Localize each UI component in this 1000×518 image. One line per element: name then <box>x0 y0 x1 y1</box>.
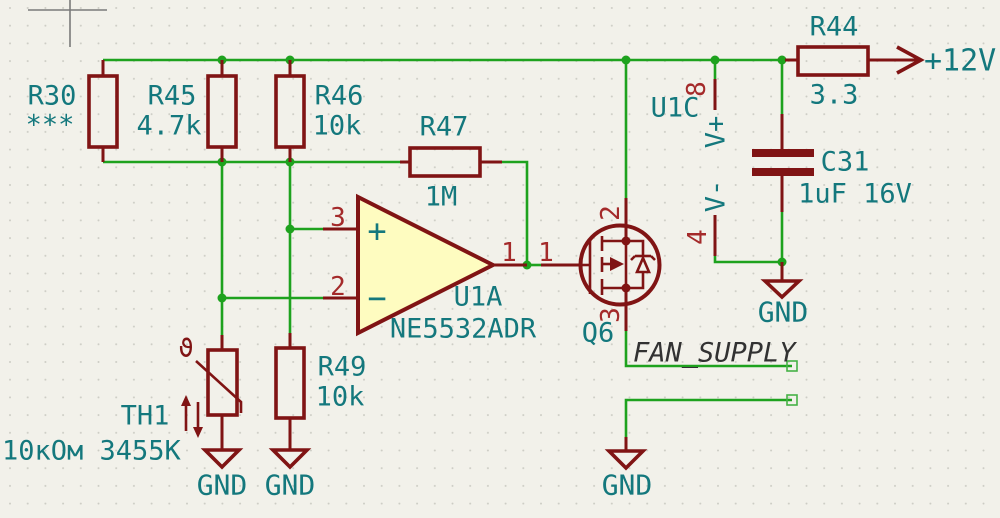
u1c-vplus-label: V+ <box>701 116 732 149</box>
power-port-plus12v[interactable]: +12V <box>896 44 996 79</box>
u1c-ref-label[interactable]: U1C <box>651 93 700 124</box>
plus12v-label[interactable]: +12V <box>924 44 996 79</box>
gnd-label[interactable]: GND <box>602 469 653 502</box>
r44-value-label[interactable]: 3.3 <box>810 80 859 111</box>
theta-icon: ϑ <box>178 334 193 363</box>
gnd-symbol-c31[interactable]: GND <box>758 262 809 329</box>
resistor-body[interactable] <box>87 74 119 149</box>
th1-value-label[interactable]: 10кОм 3455K <box>2 436 182 467</box>
r49-ref-label[interactable]: R49 <box>318 352 367 383</box>
q6-drain-pin-number: 2 <box>596 205 626 221</box>
junction-dot[interactable] <box>621 55 631 65</box>
gnd-symbol-th1[interactable]: GND <box>197 448 248 502</box>
resistor-body[interactable] <box>274 74 306 149</box>
thermistor-diagonal[interactable] <box>195 360 243 413</box>
gnd-symbol-q6[interactable]: GND <box>602 437 653 502</box>
r45-ref-label[interactable]: R45 <box>148 81 197 112</box>
gnd-symbol-r49[interactable]: GND <box>265 448 316 502</box>
u1c-pin4-number: 4 <box>683 229 713 245</box>
resistor-body[interactable] <box>796 45 870 77</box>
r44-ref-label[interactable]: R44 <box>810 12 859 43</box>
mosfet-pin-leads[interactable] <box>541 198 628 331</box>
gnd-triangle-icon[interactable] <box>200 448 244 470</box>
resistor-r47-symbol[interactable]: R47 1M <box>400 112 502 213</box>
resistor-body[interactable] <box>408 146 482 178</box>
minus-input-sign: − <box>367 279 386 317</box>
gnd-triangle-icon[interactable] <box>760 279 804 300</box>
thermistor-th1-symbol[interactable]: ϑ TH1 10кОм 3455K <box>2 334 243 467</box>
junction-dot[interactable] <box>217 293 227 303</box>
wire-fan-supply[interactable] <box>624 331 792 368</box>
wire-feedback[interactable] <box>502 160 529 265</box>
resistor-r30-symbol[interactable]: R30 *** <box>26 60 119 162</box>
th1-ref-label[interactable]: TH1 <box>121 401 170 432</box>
mosfet-circle[interactable] <box>578 223 662 307</box>
junction-dots <box>217 55 787 303</box>
wire-fan-return[interactable] <box>624 398 792 437</box>
r46-ref-label[interactable]: R46 <box>315 81 364 112</box>
capacitor-c31-symbol[interactable]: C31 1uF 16V <box>752 114 912 212</box>
u1a-value-label[interactable]: NE5532ADR <box>390 314 537 345</box>
resistor-r46-symbol[interactable]: R46 10k <box>274 60 364 162</box>
u1a-pin2-number: 2 <box>330 272 346 302</box>
gnd-triangle-icon[interactable] <box>604 449 648 471</box>
resistor-r44-symbol[interactable]: R44 3.3 <box>785 12 920 111</box>
r47-value-label[interactable]: 1M <box>425 182 458 213</box>
mosfet-q6-symbol[interactable]: 1 2 3 Q6 <box>538 198 662 349</box>
resistor-r49-symbol[interactable]: R49 10k <box>274 333 367 450</box>
u1a-pin1-number: 1 <box>501 238 517 268</box>
junction-dot[interactable] <box>285 224 295 234</box>
capacitor-plate-top[interactable] <box>752 149 814 157</box>
q6-ref-label[interactable]: Q6 <box>582 318 615 349</box>
gnd-triangle-icon[interactable] <box>268 448 312 470</box>
power-arrow-icon[interactable] <box>896 45 925 75</box>
u1a-ref-label[interactable]: U1A <box>454 282 503 313</box>
opamp-u1a-symbol[interactable]: + − 3 2 1 U1A NE5532ADR <box>323 193 537 345</box>
gnd-label[interactable]: GND <box>758 296 809 329</box>
gnd-label[interactable]: GND <box>197 469 248 502</box>
arrow-up-head <box>181 395 191 406</box>
u1a-pin3-number: 3 <box>330 203 346 233</box>
junction-dot[interactable] <box>777 55 787 65</box>
updown-arrows-icon <box>181 395 203 438</box>
q6-gate-pin-number: 1 <box>538 238 554 268</box>
r30-value-label[interactable]: *** <box>26 110 75 141</box>
thermistor-body[interactable] <box>206 348 239 417</box>
resistor-body[interactable] <box>206 74 238 149</box>
mosfet-arrow-icon <box>610 257 624 271</box>
mosfet-source-node <box>621 283 631 293</box>
r49-value-label[interactable]: 10k <box>316 382 365 413</box>
u1c-vminus-label: V- <box>701 180 732 213</box>
q6-source-pin-number: 3 <box>596 307 626 323</box>
capacitor-plate-bottom[interactable] <box>752 168 814 176</box>
c31-ref-label[interactable]: C31 <box>821 147 870 178</box>
wire-vminus-to-gnd[interactable] <box>713 256 782 264</box>
fan-supply-net-label[interactable]: FAN_SUPPLY <box>633 338 797 369</box>
r47-ref-label[interactable]: R47 <box>420 112 469 143</box>
cursor-crosshair-icon <box>28 0 107 47</box>
wire-end-square[interactable] <box>786 394 798 406</box>
mosfet-drain-node <box>621 236 631 246</box>
wire-end-square[interactable] <box>786 360 798 372</box>
arrow-down-head <box>193 427 203 438</box>
wires <box>103 58 792 437</box>
r30-ref-label[interactable]: R30 <box>28 81 77 112</box>
opamp-pin-leads[interactable] <box>323 227 527 300</box>
plus-input-sign: + <box>367 212 386 250</box>
r45-value-label[interactable]: 4.7k <box>136 111 201 142</box>
r46-value-label[interactable]: 10k <box>313 111 362 142</box>
opamp-triangle[interactable] <box>356 193 498 337</box>
u1c-pin8-number: 8 <box>682 81 712 97</box>
c31-value-label[interactable]: 1uF 16V <box>798 179 912 210</box>
junction-dot[interactable] <box>710 55 720 65</box>
resistor-body[interactable] <box>274 346 306 420</box>
resistor-r45-symbol[interactable]: R45 4.7k <box>136 60 238 162</box>
gnd-label[interactable]: GND <box>265 469 316 502</box>
opamp-u1c-power-unit[interactable]: 8 4 V+ V- U1C <box>651 79 732 256</box>
